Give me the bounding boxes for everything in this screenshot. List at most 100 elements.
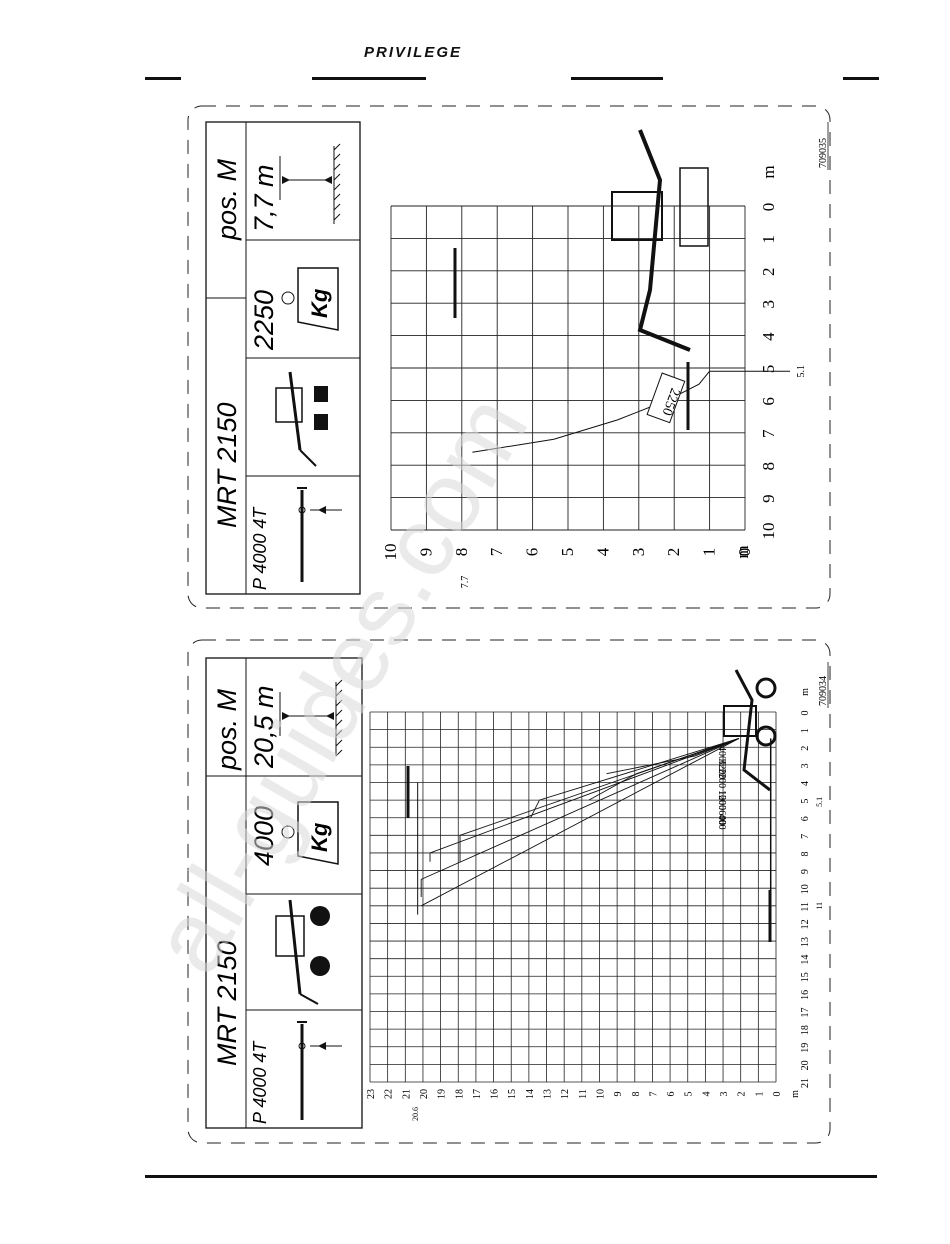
x-tick-label: 9 (759, 494, 778, 503)
y-tick-label: 19 (437, 1089, 448, 1099)
height-dimension-icon (279, 679, 343, 757)
curve-label-3200: 3200 (716, 759, 727, 779)
x-tick-label: 18 (800, 1025, 811, 1035)
x-tick-label: 20 (800, 1060, 811, 1070)
telehandler-icon (275, 371, 328, 467)
wheel-sketch (755, 677, 777, 699)
y-tick-label: 21 (401, 1089, 412, 1099)
height-label: 7,7 m (249, 164, 279, 232)
x-tick-label: 3 (800, 763, 811, 768)
x-tick-label: 6 (800, 816, 811, 821)
x-tick-label: 17 (800, 1008, 811, 1018)
attachment-label: P 4000 4T (250, 506, 270, 590)
annotation-20.6: 20.6 (411, 1107, 420, 1121)
y-tick-label: 2 (737, 1092, 748, 1097)
load-chart-709034: MRT 2150 pos. M P 4000 4T 4000 20,5 m Kg (187, 639, 831, 1144)
cab-sketch (723, 705, 757, 737)
footer-rule (145, 1175, 877, 1178)
header-rules (145, 77, 879, 80)
y-tick-label: 10 (381, 544, 400, 561)
x-tick-label: 2 (800, 746, 811, 751)
annotation-5.1: 5.1 (796, 365, 807, 378)
load-curve-400 (420, 738, 740, 907)
y-tick-label: 2 (664, 548, 683, 557)
chart-id-709035: 709035 (818, 138, 829, 168)
curve-label-4000: 4000 (716, 746, 727, 766)
load-chart-709035: MRT 2150 pos. M P 4000 4T 2250 7,7 m Kg (187, 105, 831, 609)
load-curve-2200 (530, 737, 740, 818)
y-tick-label: 1 (700, 548, 719, 557)
boom-sketch (637, 129, 691, 352)
y-tick-label: 8 (452, 548, 471, 557)
x-tick-label: 16 (800, 990, 811, 1000)
chassis-sketch (679, 167, 709, 247)
position-label: pos. M (212, 158, 242, 241)
x-tick-label: 3 (759, 300, 778, 309)
y-tick-label: 23 (366, 1089, 377, 1099)
x-tick-label: 5 (800, 799, 811, 804)
y-tick-label: 9 (416, 548, 435, 557)
model-label: MRT 2150 (212, 402, 242, 528)
y-tick-label: 0 (735, 548, 754, 557)
chart-id-709034: 709034 (818, 676, 829, 706)
spec-table-709035: MRT 2150 pos. M P 4000 4T 2250 7,7 m Kg (205, 121, 361, 595)
x-tick-label: 1 (800, 728, 811, 733)
y-tick-label: 11 (578, 1089, 589, 1099)
y-tick-label: 16 (490, 1089, 501, 1099)
load-curve-1000 (429, 738, 740, 862)
x-tick-label: 0 (800, 711, 811, 716)
y-axis-label: m (790, 1090, 801, 1098)
curve-label-1000: 1000 (716, 790, 727, 810)
x-tick-label: 5 (759, 365, 778, 374)
y-tick-label: 5 (558, 548, 577, 557)
x-tick-label: 8 (759, 462, 778, 471)
annotation-5.1: 5.1 (815, 797, 824, 807)
y-tick-label: 0 (772, 1092, 783, 1097)
load-curve-600 (420, 738, 740, 897)
x-tick-label: 7 (759, 429, 778, 438)
fork-attachment-icon (297, 487, 342, 582)
y-tick-label: 12 (560, 1089, 571, 1099)
y-tick-label: 7 (487, 547, 506, 556)
y-tick-label: 6 (666, 1092, 677, 1097)
x-axis-label: m (800, 688, 811, 696)
brand-logo: PRIVILEGE (364, 44, 463, 61)
weight-icon: Kg (281, 267, 339, 331)
y-tick-label: 3 (629, 548, 648, 557)
y-tick-label: 9 (613, 1092, 624, 1097)
x-tick-label: 6 (759, 397, 778, 406)
curve-label-1200: 1200 (716, 790, 727, 810)
x-tick-label: 0 (759, 203, 778, 212)
annotation-7.7: 7.7 (460, 576, 471, 589)
curve-label-2200: 2200 (716, 768, 727, 788)
y-tick-label: 17 (472, 1089, 483, 1099)
x-tick-label: 11 (800, 902, 811, 912)
x-axis-label: m (759, 165, 778, 178)
x-tick-label: 1 (759, 235, 778, 244)
x-tick-label: 15 (800, 972, 811, 982)
position-label: pos. M (212, 688, 242, 771)
load-curve-2250 (472, 370, 710, 453)
y-tick-label: 8 (631, 1092, 642, 1097)
y-tick-label: 3 (719, 1092, 730, 1097)
x-tick-label: 21 (800, 1078, 811, 1088)
watermark: all-guides.com (130, 377, 549, 991)
y-tick-label: 10 (595, 1089, 606, 1099)
height-dimension-icon (279, 143, 341, 224)
curve-label-box (646, 372, 686, 424)
x-tick-label: 4 (759, 332, 778, 341)
y-tick-label: 4 (701, 1092, 712, 1097)
spec-table-709034: MRT 2150 pos. M P 4000 4T 4000 20,5 m Kg (205, 657, 363, 1129)
y-tick-label: 18 (454, 1089, 465, 1099)
y-tick-label: 6 (523, 548, 542, 557)
y-tick-label: 5 (684, 1092, 695, 1097)
y-tick-label: 4 (593, 547, 612, 556)
x-tick-label: 10 (759, 523, 778, 540)
x-tick-label: 14 (800, 955, 811, 965)
y-tick-label: 13 (543, 1089, 554, 1099)
x-tick-label: 9 (800, 869, 811, 874)
attachment-label: P 4000 4T (250, 1040, 270, 1124)
